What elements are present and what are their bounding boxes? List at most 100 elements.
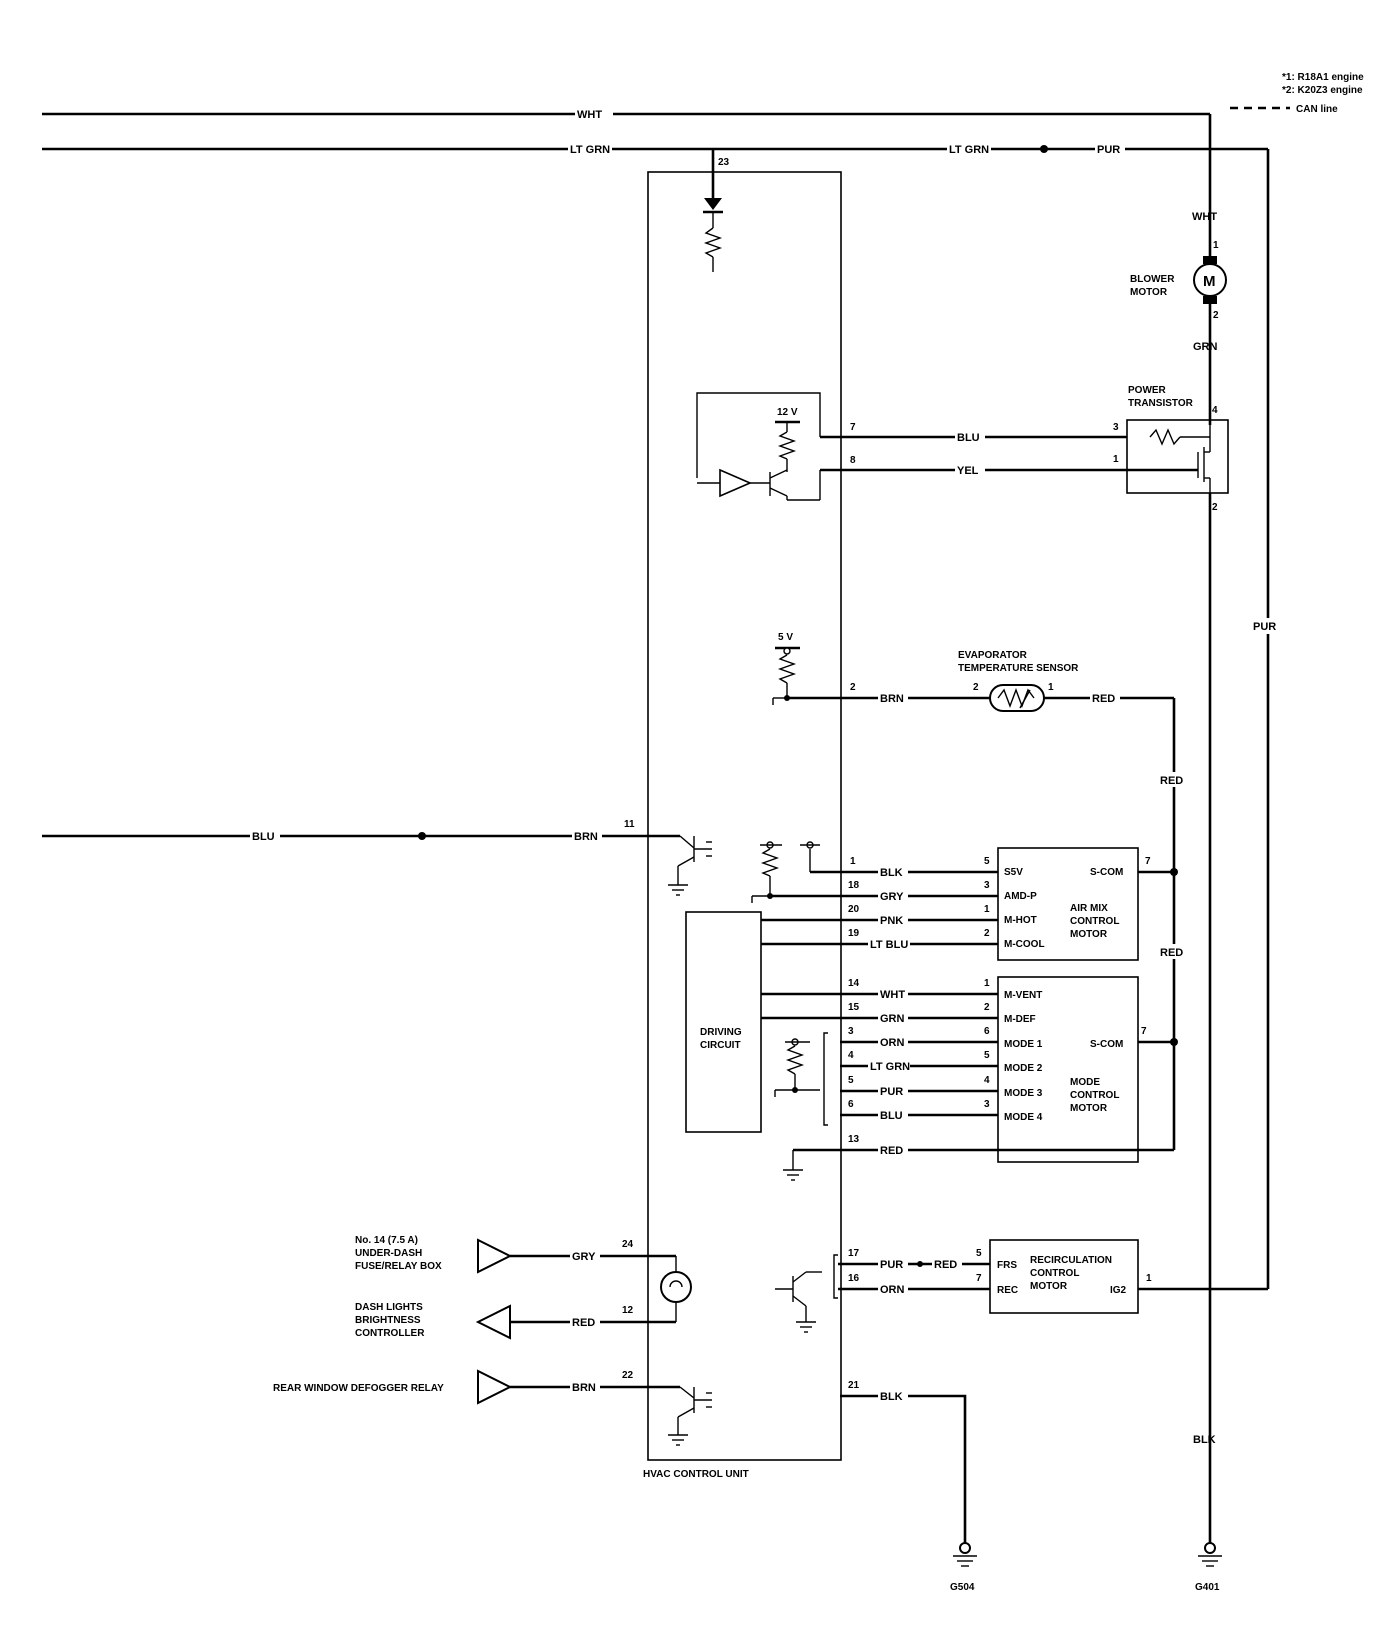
evaporator-sensor-circuit: 5 V 2 BRN EVAPORATOR TEMPERATURE SENSOR …: [772, 632, 1188, 1150]
wire-label-pur-right: PUR: [1253, 621, 1276, 633]
mode-label-3: MOTOR: [1070, 1103, 1108, 1114]
hvac-pin-1: 1: [850, 856, 856, 867]
pt-pin-4: 4: [1212, 405, 1218, 416]
hvac-pin-7: 7: [850, 422, 856, 433]
airmix-pin-3: 3: [984, 880, 990, 891]
term-frs: FRS: [997, 1260, 1017, 1271]
wire-label-pur-5: PUR: [880, 1086, 903, 1098]
wire-label-brn-11: BRN: [574, 831, 598, 843]
mode-pin-4: 4: [984, 1075, 990, 1086]
evap-label-2: TEMPERATURE SENSOR: [958, 663, 1079, 674]
top-wires: WHT LT GRN LT GRN PUR PUR: [42, 106, 1282, 1289]
term-mode-1: MODE 1: [1004, 1039, 1043, 1050]
hvac-pin-24: 24: [622, 1239, 634, 1250]
wire-label-lt-grn-1: LT GRN: [570, 144, 610, 156]
wire-label-red-right-1: RED: [1160, 775, 1183, 787]
power-transistor-label-2: TRANSISTOR: [1128, 398, 1194, 409]
wire-label-gry-18: GRY: [880, 891, 904, 903]
hvac-pin-20: 20: [848, 904, 860, 915]
blower-pin-1: 1: [1213, 240, 1219, 251]
wire-label-grn: GRN: [1193, 341, 1218, 353]
wire-label-wht-14: WHT: [880, 989, 905, 1001]
term-s5v: S5V: [1004, 867, 1023, 878]
airmix-sensor-circuit: [751, 841, 820, 903]
recirc-label-1: RECIRCULATION: [1030, 1255, 1112, 1266]
wire-label-red-evap: RED: [1092, 693, 1115, 705]
legend-can: CAN line: [1296, 104, 1338, 115]
power-transistor: POWER TRANSISTOR 4 3 1 2: [1113, 385, 1229, 513]
wire-label-blu-6: BLU: [880, 1110, 903, 1122]
hvac-pin-5: 5: [848, 1075, 854, 1086]
label-5v: 5 V: [778, 632, 793, 643]
hvac-pin-2: 2: [850, 682, 856, 693]
hvac-pin-17: 17: [848, 1248, 860, 1259]
wire-label-pnk-20: PNK: [880, 915, 903, 927]
pin-13-ground: 13 RED: [783, 1134, 1174, 1181]
airmix-label-1: AIR MIX: [1070, 903, 1108, 914]
hvac-pin-22: 22: [622, 1370, 634, 1381]
ground-g401-label: G401: [1195, 1582, 1220, 1593]
hvac-control-unit-label: HVAC CONTROL UNIT: [643, 1469, 749, 1480]
recirc-driver: [775, 1254, 838, 1333]
wire-label-lt-grn-4: LT GRN: [870, 1061, 910, 1073]
mode-pin-5: 5: [984, 1050, 990, 1061]
recirc-pin-7: 7: [976, 1273, 982, 1284]
driving-circuit-label-2: CIRCUIT: [700, 1040, 741, 1051]
wire-label-orn-3: ORN: [880, 1037, 905, 1049]
dash-lights-label-2: BRIGHTNESS: [355, 1315, 421, 1326]
fuse-label-2: UNDER-DASH: [355, 1248, 422, 1259]
fuse-label-3: FUSE/RELAY BOX: [355, 1261, 442, 1272]
term-amd-p: AMD-P: [1004, 891, 1037, 902]
mode-pin-1: 1: [984, 978, 990, 989]
wire-label-blk-21: BLK: [880, 1391, 903, 1403]
hvac-pin-3: 3: [848, 1026, 854, 1037]
fuse-connection: No. 14 (7.5 A) UNDER-DASH FUSE/RELAY BOX…: [355, 1235, 692, 1322]
evap-pin-2: 2: [973, 682, 979, 693]
airmix-pin-7: 7: [1145, 856, 1151, 867]
hvac-pin-4: 4: [848, 1050, 854, 1061]
hvac-control-unit-box: [647, 171, 842, 1461]
wire-label-pur-17: PUR: [880, 1259, 903, 1271]
wire-label-red-13: RED: [880, 1145, 903, 1157]
recirc-pin-1: 1: [1146, 1273, 1152, 1284]
wire-label-red-12: RED: [572, 1317, 595, 1329]
airmix-pin-1: 1: [984, 904, 990, 915]
wire-label-orn-16: ORN: [880, 1284, 905, 1296]
wire-label-lt-grn-2: LT GRN: [949, 144, 989, 156]
ground-g504-label: G504: [950, 1582, 975, 1593]
hvac-pin-14: 14: [848, 978, 860, 989]
hvac-pin-12: 12: [622, 1305, 634, 1316]
pt-pin-2: 2: [1212, 502, 1218, 513]
blower-label-2: MOTOR: [1130, 287, 1168, 298]
label-12v: 12 V: [777, 407, 798, 418]
hvac-pin-6: 6: [848, 1099, 854, 1110]
pin-23: 23: [718, 157, 730, 168]
wire-label-brn-2: BRN: [880, 693, 904, 705]
pt-pin-3: 3: [1113, 422, 1119, 433]
hvac-pin-13: 13: [848, 1134, 860, 1145]
recirc-label-3: MOTOR: [1030, 1281, 1068, 1292]
term-m-vent: M-VENT: [1004, 990, 1042, 1001]
pin-23-input: 23: [703, 149, 730, 272]
pin-11-input: BLU BRN 11: [42, 819, 712, 896]
hvac-pin-11: 11: [624, 819, 635, 830]
defogger-label: REAR WINDOW DEFOGGER RELAY: [273, 1383, 444, 1394]
term-mode-4: MODE 4: [1004, 1112, 1043, 1123]
mode-label-2: CONTROL: [1070, 1090, 1119, 1101]
mode-label-1: MODE: [1070, 1077, 1100, 1088]
term-ig2: IG2: [1110, 1285, 1127, 1296]
term-mode-2: MODE 2: [1004, 1063, 1043, 1074]
term-m-hot: M-HOT: [1004, 915, 1037, 926]
airmix-pin-2: 2: [984, 928, 990, 939]
hvac-pin-15: 15: [848, 1002, 860, 1013]
blower-motor: WHT 1 M BLOWER MOTOR 2 GRN: [1130, 211, 1227, 425]
mode-pin-6: 6: [984, 1026, 990, 1037]
wire-label-wht-top: WHT: [577, 109, 602, 121]
term-m-cool: M-COOL: [1004, 939, 1045, 950]
ground-g401: G401: [1195, 1542, 1222, 1593]
wire-label-brn-22: BRN: [572, 1382, 596, 1394]
mode-pin-3: 3: [984, 1099, 990, 1110]
airmix-label-3: MOTOR: [1070, 929, 1108, 940]
dash-lights-label-3: CONTROLLER: [355, 1328, 425, 1339]
